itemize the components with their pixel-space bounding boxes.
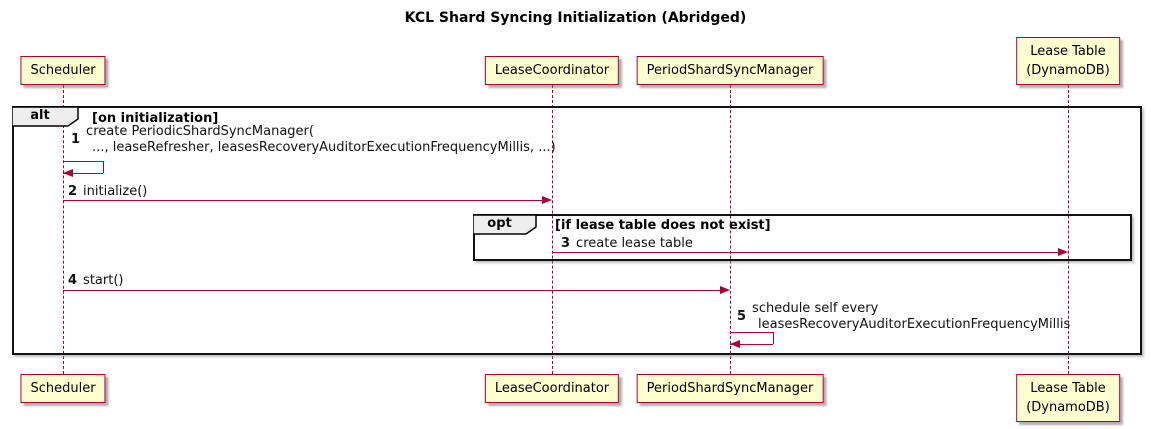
message-2-arrowhead-icon [542, 196, 552, 204]
message-1-self-line-top [63, 161, 103, 162]
message-5-self-line-bottom [730, 344, 773, 345]
message-4-arrow-line [63, 290, 725, 291]
message-2-label: 2 initialize() [68, 184, 147, 200]
participant-label: Scheduler [30, 381, 96, 396]
message-1-text-line-1: create PeriodicShardSyncManager( [86, 124, 314, 139]
message-1-label: 1 create PeriodicShardSyncManager( ..., … [71, 124, 556, 156]
message-4-arrowhead-icon [720, 286, 730, 294]
alt-guard-label: [on initialization] [92, 111, 219, 126]
message-3-text: create lease table [576, 236, 693, 251]
message-1-self-line-bottom [63, 173, 103, 174]
message-5-number: 5 [737, 309, 747, 324]
message-4-number: 4 [68, 273, 78, 288]
participant-label: LeaseCoordinator [494, 63, 610, 78]
participant-box-period-shard-sync-manager-top: PeriodShardSyncManager [636, 56, 824, 85]
opt-fragment-frame [473, 214, 1132, 261]
opt-operator-label: opt [487, 216, 512, 231]
message-5-text-line-1: schedule self every [752, 301, 879, 316]
participant-box-period-shard-sync-manager-bottom: PeriodShardSyncManager [636, 374, 824, 403]
message-5-arrowhead-icon [730, 340, 740, 348]
message-1-arrowhead-icon [63, 169, 73, 177]
alt-fragment-frame [12, 106, 1142, 355]
participant-box-lease-table-bottom: Lease Table (DynamoDB) [1016, 374, 1120, 422]
participant-box-lease-coordinator-bottom: LeaseCoordinator [484, 374, 620, 403]
lifeline-period-shard-sync-manager [730, 85, 731, 374]
message-1-self-line-side [103, 161, 104, 173]
message-3-arrow-line [552, 252, 1063, 253]
participant-sublabel: (DynamoDB) [1026, 400, 1110, 415]
participant-box-lease-coordinator-top: LeaseCoordinator [484, 56, 620, 85]
message-2-number: 2 [68, 184, 78, 199]
fragment-pentagon-icon [12, 106, 79, 127]
message-2-text: initialize() [83, 184, 148, 199]
message-3-arrowhead-icon [1058, 248, 1068, 256]
lifeline-lease-table [1068, 85, 1069, 374]
lifeline-lease-coordinator [552, 85, 553, 374]
fragment-pentagon-icon [473, 214, 537, 235]
message-1-text-line-2: ..., leaseRefresher, leasesRecoveryAudit… [92, 140, 556, 155]
message-5-text-line-2: leasesRecoveryAuditorExecutionFrequencyM… [758, 317, 1071, 332]
message-5-self-line-top [730, 332, 773, 333]
participant-label: PeriodShardSyncManager [646, 381, 814, 396]
message-2-arrow-line [63, 200, 547, 201]
message-5-self-line-side [773, 332, 774, 344]
message-4-text: start() [83, 273, 124, 288]
participant-label: Lease Table [1030, 44, 1106, 59]
lifeline-scheduler [63, 85, 64, 374]
participant-sublabel: (DynamoDB) [1026, 63, 1110, 78]
participant-label: PeriodShardSyncManager [646, 63, 814, 78]
message-3-number: 3 [561, 236, 571, 251]
opt-fragment-header: opt [473, 214, 541, 235]
message-1-text: create PeriodicShardSyncManager( ..., le… [86, 124, 556, 156]
participant-box-lease-table-top: Lease Table (DynamoDB) [1016, 37, 1120, 85]
opt-guard-label: [if lease table does not exist] [555, 218, 771, 233]
participant-label: Scheduler [30, 63, 96, 78]
message-5-text: schedule self every leasesRecoveryAudito… [752, 301, 1070, 333]
alt-operator-label: alt [30, 108, 50, 123]
message-5-label: 5 schedule self every leasesRecoveryAudi… [737, 301, 1070, 333]
message-1-number: 1 [71, 132, 81, 147]
message-3-label: 3 create lease table [561, 236, 693, 252]
participant-box-scheduler-bottom: Scheduler [20, 374, 106, 403]
message-4-label: 4 start() [68, 273, 123, 289]
participant-box-scheduler-top: Scheduler [20, 56, 106, 85]
alt-fragment-header: alt [12, 106, 80, 127]
participant-label: LeaseCoordinator [494, 381, 610, 396]
diagram-title: KCL Shard Syncing Initialization (Abridg… [404, 10, 747, 26]
participant-label: Lease Table [1030, 381, 1106, 396]
